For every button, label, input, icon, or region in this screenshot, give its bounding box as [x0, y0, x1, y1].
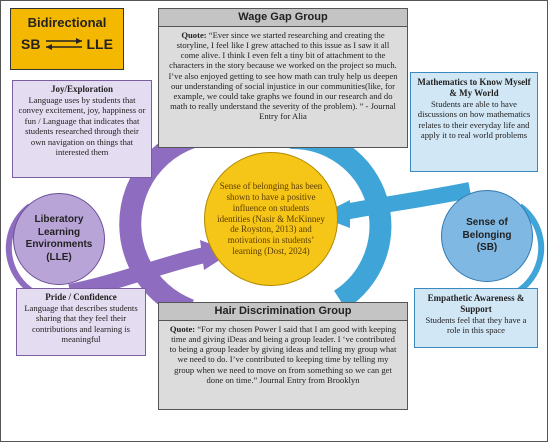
empathetic-awareness-box: Empathetic Awareness & Support Students … — [414, 288, 538, 348]
blue-arrow-shaft — [343, 182, 472, 220]
hair-quote-label: Quote: — [169, 324, 196, 334]
sense-of-belonging-center-circle: Sense of belonging has been shown to hav… — [204, 152, 338, 286]
math-heading-line1: Mathematics to Know Myself — [417, 77, 531, 87]
lle-abbrev: LLE — [86, 36, 113, 52]
sb-line1: Sense of — [466, 217, 508, 229]
pride-heading: Pride / Confidence — [45, 292, 117, 302]
bidirectional-title-box: Bidirectional SB LLE — [10, 8, 124, 70]
sb-line2: Belonging — [462, 229, 512, 241]
wage-gap-quote: “Ever since we started researching and c… — [168, 30, 398, 122]
lle-line2: Learning — [37, 226, 81, 238]
math-heading-line2: & My World — [449, 87, 499, 98]
bidirectional-arrow-icon — [45, 38, 82, 50]
lle-line4: (LLE) — [46, 251, 72, 263]
lle-line1: Liberatory — [34, 214, 84, 225]
hair-heading: Hair Discrimination Group — [159, 303, 407, 321]
center-text: Sense of belonging has been shown to hav… — [217, 180, 325, 257]
wage-gap-heading: Wage Gap Group — [159, 9, 407, 27]
hair-discrimination-group-box: Hair Discrimination Group Quote: “For my… — [158, 302, 408, 410]
joy-exploration-box: Joy/Exploration Language uses by student… — [12, 80, 152, 178]
sb-circle: Sense of Belonging (SB) — [441, 190, 533, 282]
joy-text: Language uses by students that convey ex… — [18, 94, 146, 158]
sb-line3: (SB) — [476, 242, 498, 254]
empathetic-heading: Empathetic Awareness & Support — [427, 293, 525, 314]
hair-body: Quote: “For my chosen Power I said that … — [159, 321, 407, 388]
empathetic-text: Students feel that they have a role in t… — [425, 314, 527, 336]
pride-text: Language that describes students sharing… — [24, 302, 138, 345]
joy-heading: Joy/Exploration — [50, 84, 113, 94]
sb-abbrev: SB — [21, 36, 41, 52]
wage-gap-group-box: Wage Gap Group Quote: “Ever since we sta… — [158, 8, 408, 148]
hair-quote: “For my chosen Power I said that I am go… — [169, 324, 397, 385]
lle-line3: Environments — [25, 239, 93, 250]
wage-gap-quote-label: Quote: — [181, 30, 207, 40]
math-know-myself-box: Mathematics to Know Myself & My World St… — [410, 72, 538, 172]
title-text: Bidirectional — [27, 15, 107, 30]
math-text: Students are able to have discussions on… — [417, 98, 531, 141]
wage-gap-body: Quote: “Ever since we started researchin… — [159, 27, 407, 124]
pride-confidence-box: Pride / Confidence Language that describ… — [16, 288, 146, 356]
title-arrows-row: SB LLE — [11, 36, 123, 52]
lle-circle: Liberatory Learning Environments (LLE) — [13, 193, 105, 285]
